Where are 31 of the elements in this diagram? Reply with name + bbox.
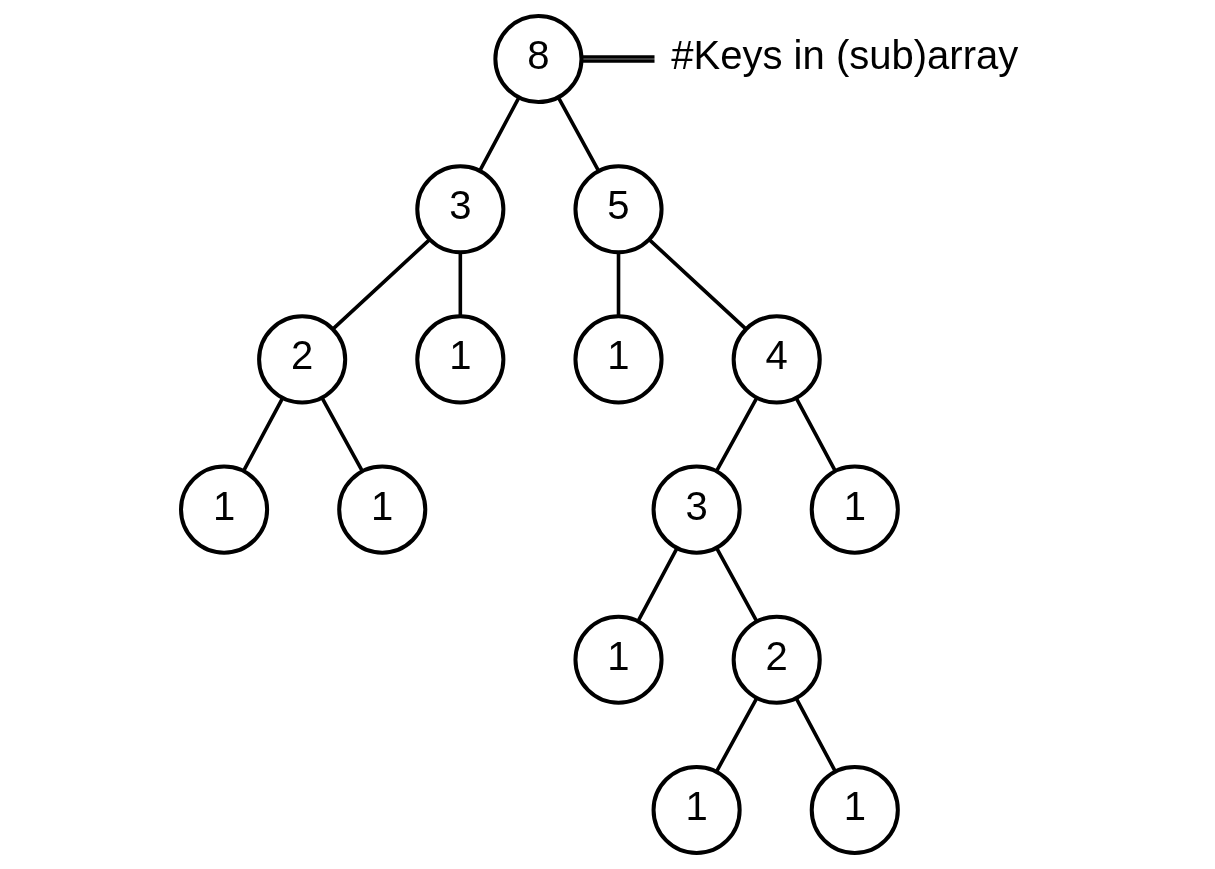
node-text: #Keys in (sub)array xyxy=(670,33,1018,78)
node-circle: 3 xyxy=(651,464,742,555)
node-circle: 1 xyxy=(651,764,742,855)
node-circle: 1 xyxy=(178,464,269,555)
node-circle: 1 xyxy=(572,314,664,405)
node-circle: 1 xyxy=(809,764,900,855)
connector xyxy=(241,397,284,472)
connector xyxy=(648,238,747,331)
connector xyxy=(794,697,837,772)
node-circle: 1 xyxy=(336,464,427,555)
node-circle: 5 xyxy=(572,164,664,255)
node-circle: 2 xyxy=(256,314,347,405)
node-circle: 2 xyxy=(731,614,822,705)
connector xyxy=(477,97,520,172)
connector xyxy=(714,547,758,623)
connector xyxy=(636,547,678,622)
node-circle: 3 xyxy=(414,164,505,255)
connector xyxy=(616,252,620,317)
connector xyxy=(331,238,430,331)
node-circle: 1 xyxy=(414,314,505,405)
connector xyxy=(458,252,462,317)
connector xyxy=(556,97,600,172)
node-circle: 1 xyxy=(572,614,664,705)
connector xyxy=(714,697,758,773)
connector xyxy=(581,55,654,63)
connector xyxy=(714,397,758,473)
connector xyxy=(794,397,837,472)
node-circle: 8 xyxy=(492,14,583,105)
node-circle: 4 xyxy=(731,314,822,405)
node-circle: 1 xyxy=(809,464,900,555)
connector xyxy=(320,397,364,473)
